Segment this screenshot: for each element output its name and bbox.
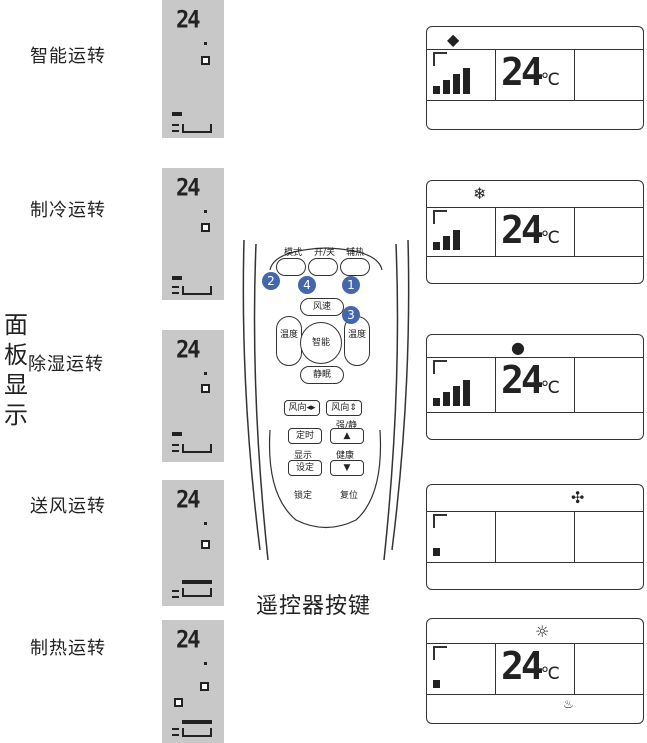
health-label: 健康 xyxy=(336,451,355,461)
mode-label-smart: 智能运转 xyxy=(30,46,106,67)
up-button[interactable]: ▲ xyxy=(330,428,364,444)
mode-label-heat: 制热运转 xyxy=(30,638,106,659)
panel-temp: 24℃ xyxy=(501,208,560,252)
step-2-badge: 2 xyxy=(262,272,280,290)
signal-bar xyxy=(463,380,470,406)
panel-temp: 24℃ xyxy=(501,50,560,94)
panel-temp: 24℃ xyxy=(501,358,560,402)
fan-speed-button[interactable]: 风速 xyxy=(300,298,344,316)
smart-button[interactable]: 智能 xyxy=(300,322,342,364)
lcd-temp: 24 xyxy=(176,174,200,203)
signal-bar xyxy=(433,398,440,406)
snowflake-icon xyxy=(201,223,210,232)
fan-icon: ✣ xyxy=(571,488,585,507)
panel-cool: ❄ 24℃ xyxy=(426,180,644,284)
panel-temp: 24℃ xyxy=(501,644,560,688)
heat-icon xyxy=(200,682,209,691)
snowflake-icon: ❄ xyxy=(473,184,487,203)
strong-quiet-label: 强/静 xyxy=(336,421,358,431)
signal-bar xyxy=(443,236,450,250)
set-button[interactable]: 设定 xyxy=(288,460,322,476)
signal-bar xyxy=(453,74,460,94)
quiet-button[interactable]: 静眠 xyxy=(300,366,344,384)
step-4-badge: 4 xyxy=(298,276,316,294)
step-1-badge: 1 xyxy=(342,276,360,294)
signal-bar xyxy=(453,386,460,406)
remote-caption: 遥控器按键 xyxy=(256,594,372,619)
lcd-temp: 24 xyxy=(176,336,200,365)
signal-bar xyxy=(443,80,450,94)
mode-label-fan: 送风运转 xyxy=(30,496,106,517)
reset-label: 复位 xyxy=(340,491,359,501)
smart-icon xyxy=(201,56,210,65)
lcd-smart: 24 xyxy=(162,0,224,138)
panel-smart: ◆ 24℃ xyxy=(426,26,644,130)
panel-display-title: 面板显示 xyxy=(4,311,28,429)
lcd-heat: 24 xyxy=(162,620,224,743)
smart-icon: ◆ xyxy=(447,30,460,49)
fan-icon xyxy=(201,540,210,549)
signal-bar xyxy=(433,86,440,94)
power-button[interactable] xyxy=(308,258,338,276)
sun-icon: ☼ xyxy=(535,622,550,641)
panel-fan: ✣ xyxy=(426,484,644,590)
droplet-icon: ● xyxy=(511,338,525,357)
lcd-temp: 24 xyxy=(176,486,200,515)
signal-bar xyxy=(433,242,440,250)
signal-bar xyxy=(433,548,440,556)
mode-button[interactable] xyxy=(276,258,306,276)
signal-bar xyxy=(443,392,450,406)
lcd-temp: 24 xyxy=(176,626,200,655)
power-button-label: 开/关 xyxy=(314,248,336,258)
temp-up-button[interactable]: 温度 xyxy=(344,316,370,366)
lock-label: 锁定 xyxy=(294,491,313,501)
lcd-dry: 24 xyxy=(162,330,224,462)
step-3-badge: 3 xyxy=(342,306,360,324)
swing-lr-button[interactable]: 风向◂▸ xyxy=(284,400,320,416)
signal-bar xyxy=(433,680,440,688)
aux-heat-button[interactable] xyxy=(340,258,370,276)
display-label: 显示 xyxy=(294,451,313,461)
panel-dry: ● 24℃ xyxy=(426,334,644,440)
signal-bar xyxy=(453,230,460,250)
temp-down-button[interactable]: 温度 xyxy=(276,316,302,366)
down-button[interactable]: ▼ xyxy=(330,460,364,476)
panel-heat: ☼ 24℃ ♨ xyxy=(426,618,644,724)
mode-label-dry: 除湿运转 xyxy=(28,354,104,375)
swing-ud-button[interactable]: 风向⇕ xyxy=(326,400,362,416)
droplet-icon xyxy=(201,384,210,393)
timer-button[interactable]: 定时 xyxy=(288,428,322,444)
lcd-fan: 24 xyxy=(162,480,224,606)
signal-bar xyxy=(463,68,470,94)
aux-heat-button-label: 辅热 xyxy=(346,248,365,258)
lcd-cool: 24 xyxy=(162,168,224,300)
heat-icon-2 xyxy=(174,698,183,707)
aux-heat-icon: ♨ xyxy=(563,697,574,711)
mode-label-cool: 制冷运转 xyxy=(30,200,106,221)
mode-button-label: 模式 xyxy=(284,248,303,258)
lcd-temp: 24 xyxy=(176,6,200,35)
remote-outline xyxy=(242,239,410,561)
